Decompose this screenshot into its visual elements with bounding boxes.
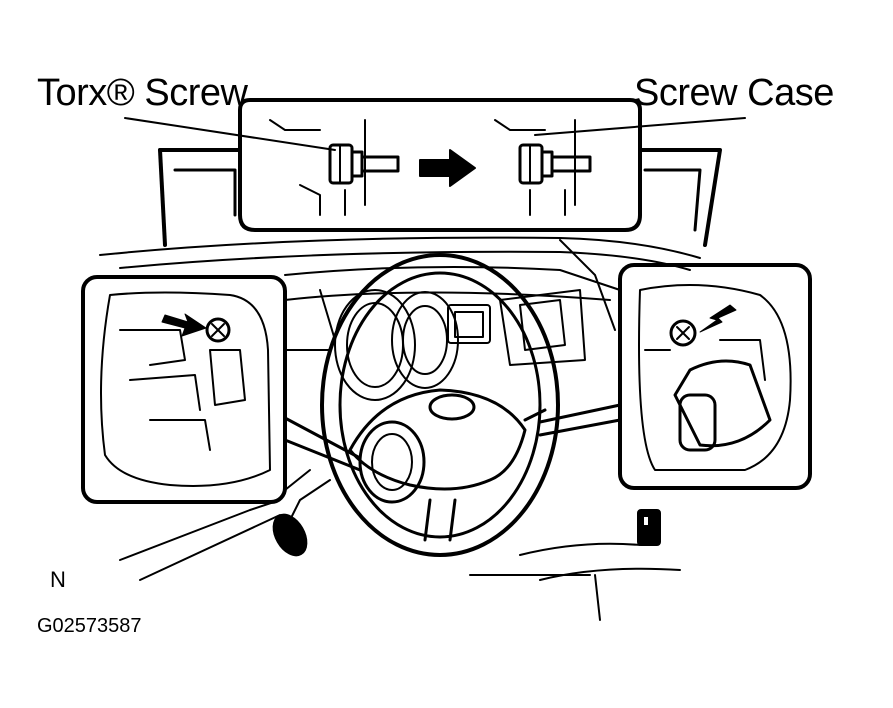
detail-box-left xyxy=(81,275,362,504)
arrow-pointer-icon xyxy=(161,313,207,337)
orientation-label: N xyxy=(50,567,66,592)
torx-screw-label: Torx® Screw xyxy=(37,72,248,114)
figure-id-label: G02573587 xyxy=(37,615,142,637)
arrow-right-icon xyxy=(419,149,476,187)
detail-callout-top xyxy=(158,98,722,247)
arrow-pointer-icon xyxy=(699,304,737,333)
steering-column xyxy=(272,469,661,557)
leader-lines xyxy=(124,117,746,151)
screw-case-label: Screw Case xyxy=(634,72,834,114)
steering-wheel xyxy=(320,253,560,557)
detail-box-right xyxy=(538,263,812,490)
dashboard-lines xyxy=(99,236,701,621)
